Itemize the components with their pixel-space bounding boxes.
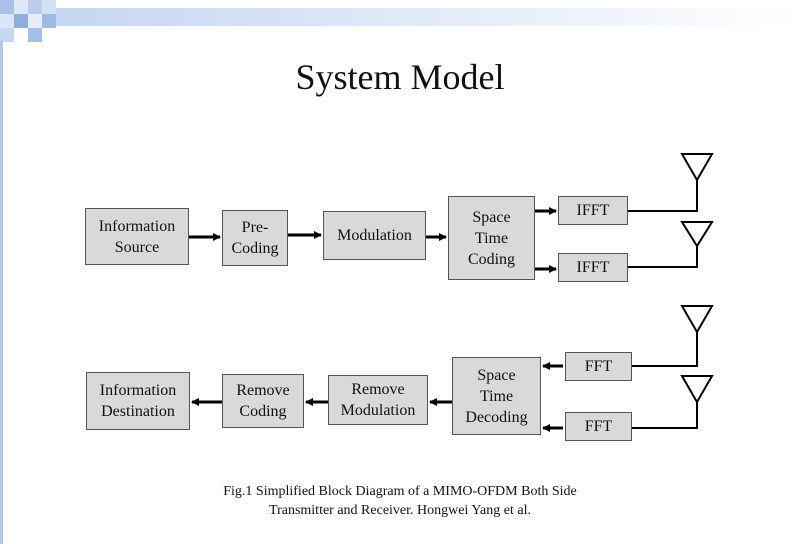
antenna-feed-rx-2 xyxy=(632,402,698,429)
ifft-block-2: IFFT xyxy=(558,253,628,282)
information-destination-block: Information Destination xyxy=(86,372,190,430)
antenna-icon-tx-2 xyxy=(680,221,714,248)
ifft-block-1: IFFT xyxy=(558,196,628,225)
left-accent-rule xyxy=(0,40,3,544)
space-time-coding-block: Space Time Coding xyxy=(448,196,535,280)
antenna-icon-rx-1 xyxy=(680,305,714,335)
space-time-decoding-block: Space Time Decoding xyxy=(452,357,541,435)
fft-block-2: FFT xyxy=(565,412,632,441)
pre-coding-block: Pre- Coding xyxy=(222,210,288,266)
antenna-feed-tx-1 xyxy=(628,180,698,212)
antenna-icon-rx-2 xyxy=(680,375,714,405)
antenna-feed-tx-2 xyxy=(628,246,698,268)
figure-caption: Fig.1 Simplified Block Diagram of a MIMO… xyxy=(0,482,800,520)
slide-title: System Model xyxy=(295,57,505,97)
antenna-feed-rx-1 xyxy=(632,332,698,367)
remove-modulation-block: Remove Modulation xyxy=(328,375,428,425)
remove-coding-block: Remove Coding xyxy=(222,374,304,428)
antenna-icon-tx-1 xyxy=(680,153,714,183)
caption-line-2: Transmitter and Receiver. Hongwei Yang e… xyxy=(269,503,531,518)
caption-line-1: Fig.1 Simplified Block Diagram of a MIMO… xyxy=(223,484,577,499)
fft-block-1: FFT xyxy=(565,352,632,381)
information-source-block: Information Source xyxy=(85,208,189,265)
header-decoration xyxy=(0,0,800,42)
modulation-block: Modulation xyxy=(323,211,426,260)
